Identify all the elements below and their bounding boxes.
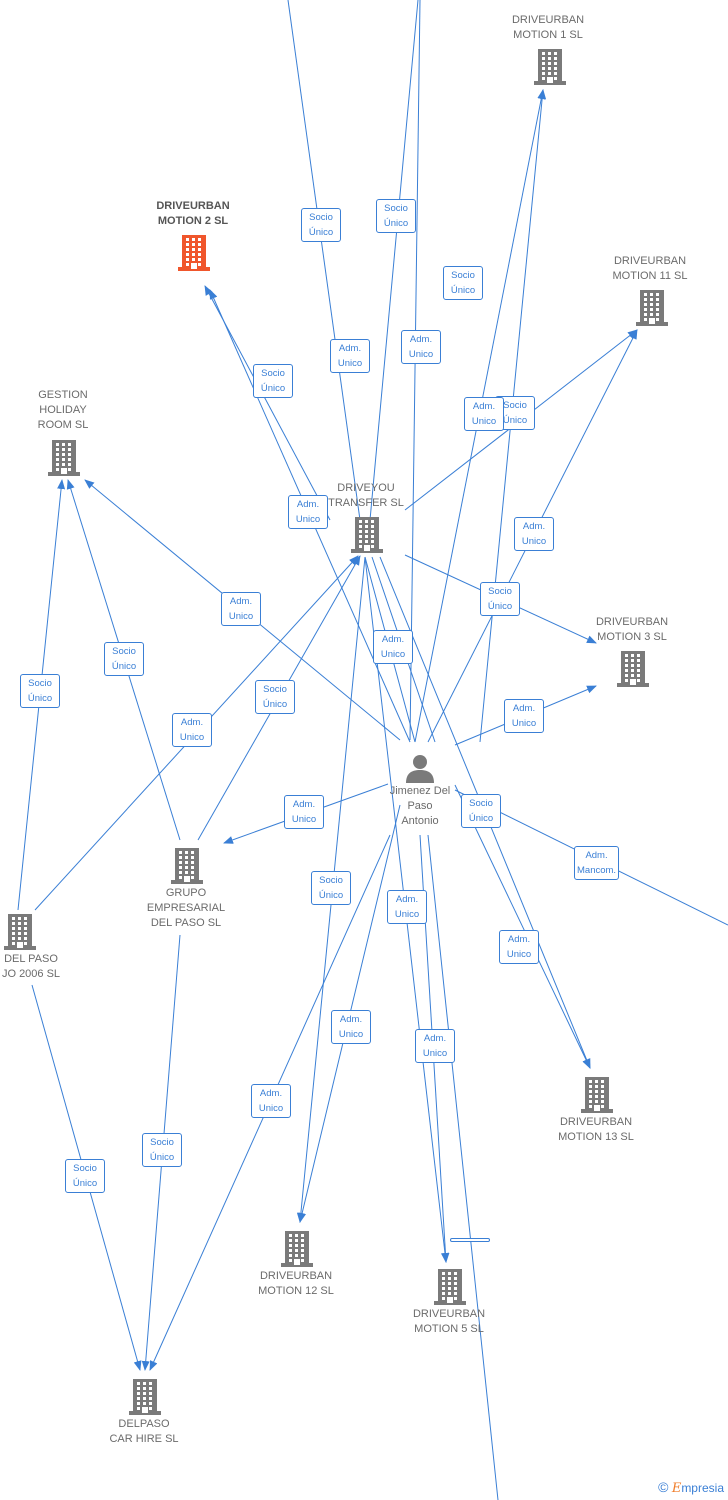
brand-name: mpresia — [681, 1481, 724, 1495]
relation-badge[interactable]: Socio Único — [376, 199, 416, 233]
building-icon — [171, 848, 203, 884]
copyright-mark: © — [658, 1479, 669, 1495]
building-icon — [48, 440, 80, 476]
relation-badge[interactable]: Socio Único — [461, 794, 501, 828]
relation-edge — [369, 0, 419, 521]
company-name: DELPASO CAR HIRE SL — [109, 1418, 179, 1445]
company-name: GRUPO EMPRESARIAL DEL PASO SL — [146, 887, 226, 929]
relation-badge[interactable]: Socio Único — [311, 871, 351, 905]
relation-badge[interactable]: Adm. Mancom. — [574, 846, 620, 880]
relation-badge[interactable]: Adm. Unico — [330, 339, 370, 373]
relation-badge[interactable]: Socio Único — [301, 208, 341, 242]
relation-badge[interactable]: Adm. Unico — [172, 713, 212, 747]
relation-badge[interactable]: Adm. Unico — [415, 1029, 455, 1063]
company-node-grupo-empresarial-del-paso[interactable]: GRUPO EMPRESARIAL DEL PASO SL — [136, 846, 236, 931]
company-node-delpaso-car-hire[interactable]: DELPASO CAR HIRE SL — [94, 1377, 194, 1447]
relation-badge[interactable]: Adm. Unico — [221, 592, 261, 626]
relation-badge[interactable]: Socio Único — [255, 680, 295, 714]
building-icon — [351, 517, 383, 553]
relation-badge[interactable]: Adm. Unico — [514, 517, 554, 551]
company-name: DRIVEURBAN MOTION 11 SL — [612, 255, 688, 282]
relation-badge[interactable]: Adm. Unico — [284, 795, 324, 829]
company-node-driveurban-motion-3[interactable]: DRIVEURBAN MOTION 3 SL — [582, 615, 682, 687]
building-icon — [178, 235, 210, 271]
company-name: DEL PASO JO 2006 SL — [1, 953, 61, 980]
relation-badge[interactable]: Socio Único — [65, 1159, 105, 1193]
building-icon — [617, 651, 649, 687]
relation-badge[interactable]: Socio Único — [443, 266, 483, 300]
company-name: DRIVEURBAN MOTION 3 SL — [595, 616, 669, 643]
company-name: DRIVEURBAN MOTION 5 SL — [412, 1308, 486, 1335]
relation-badge[interactable]: Adm. Unico — [401, 330, 441, 364]
company-node-driveurban-motion-5[interactable]: DRIVEURBAN MOTION 5 SL — [399, 1267, 499, 1337]
building-icon — [281, 1231, 313, 1267]
company-node-del-paso-2006[interactable]: DEL PASO JO 2006 SL — [0, 912, 66, 982]
building-icon — [129, 1379, 161, 1415]
relation-badge[interactable] — [450, 1238, 490, 1242]
relation-badge[interactable]: Adm. Unico — [373, 630, 413, 664]
company-node-driveurban-motion-12[interactable]: DRIVEURBAN MOTION 12 SL — [246, 1229, 346, 1299]
company-name: DRIVEYOU TRANSFER SL — [328, 482, 404, 509]
brand-initial: E — [671, 1481, 682, 1496]
building-icon — [636, 290, 668, 326]
company-node-driveurban-motion-1[interactable]: DRIVEURBAN MOTION 1 SL — [498, 13, 598, 85]
empresia-logo: © Empresia — [658, 1479, 724, 1496]
company-name: GESTION HOLIDAY ROOM SL — [37, 389, 89, 431]
relation-edge — [409, 0, 421, 741]
relation-badge[interactable]: Adm. Unico — [464, 397, 504, 431]
company-node-driveurban-motion-13[interactable]: DRIVEURBAN MOTION 13 SL — [546, 1075, 646, 1145]
relation-badge[interactable]: Socio Único — [20, 674, 60, 708]
company-name: DRIVEURBAN MOTION 2 SL — [156, 200, 230, 227]
relation-badge[interactable]: Adm. Unico — [288, 495, 328, 529]
person-name: Jimenez Del Paso Antonio — [389, 785, 451, 827]
relation-edge — [427, 834, 499, 1500]
building-icon — [581, 1077, 613, 1113]
company-node-driveyou-transfer[interactable]: DRIVEYOU TRANSFER SL — [316, 481, 416, 553]
relation-badge[interactable]: Adm. Unico — [387, 890, 427, 924]
company-node-driveurban-motion-11[interactable]: DRIVEURBAN MOTION 11 SL — [600, 254, 700, 326]
relation-edge — [287, 0, 361, 521]
company-name: DRIVEURBAN MOTION 1 SL — [511, 14, 585, 41]
person-node[interactable]: Jimenez Del Paso Antonio — [380, 752, 460, 829]
company-node-driveurban-motion-2[interactable]: DRIVEURBAN MOTION 2 SL — [143, 199, 243, 271]
relation-badge[interactable]: Adm. Unico — [251, 1084, 291, 1118]
company-node-gestion-holiday-room[interactable]: GESTION HOLIDAY ROOM SL — [13, 388, 113, 476]
company-name: DRIVEURBAN MOTION 12 SL — [258, 1270, 334, 1297]
relation-edge — [454, 784, 591, 1069]
building-icon — [434, 1269, 466, 1305]
relation-badge[interactable]: Socio Único — [142, 1133, 182, 1167]
company-name: DRIVEURBAN MOTION 13 SL — [558, 1116, 634, 1143]
building-icon — [4, 914, 36, 950]
person-icon — [406, 755, 434, 783]
relation-badge[interactable]: Socio Único — [104, 642, 144, 676]
relation-badge[interactable]: Adm. Unico — [504, 699, 544, 733]
relation-badge[interactable]: Socio Único — [253, 364, 293, 398]
relation-badge[interactable]: Adm. Unico — [331, 1010, 371, 1044]
building-icon — [534, 49, 566, 85]
relation-badge[interactable]: Socio Único — [480, 582, 520, 616]
relation-badge[interactable]: Adm. Unico — [499, 930, 539, 964]
